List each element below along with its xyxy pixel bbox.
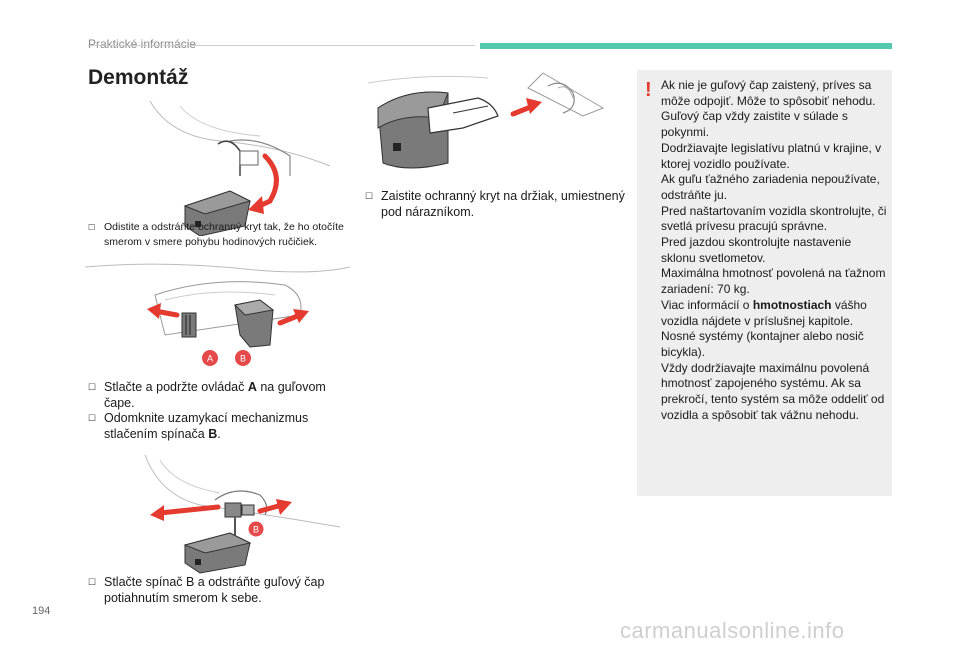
label-b-circle [248, 521, 264, 537]
step-secure-cover: ☐ Zaistite ochranný kryt na držiak, umie… [365, 189, 630, 220]
step-remove-cover: ☐ Odistite a odstráňte ochranný kryt tak… [88, 220, 348, 250]
step-text: Odistite a odstráňte ochranný kryt tak, … [104, 221, 344, 233]
header-accent-bar [480, 43, 892, 49]
figure-remove-cover [149, 100, 331, 236]
step-text: stlačením spínača [104, 426, 209, 441]
checkbox-icon: ☐ [88, 382, 97, 392]
warning-paragraph: Maximálna hmotnosť povolená na ťažnom za… [661, 266, 886, 297]
label-b: B [240, 354, 246, 364]
warning-box [637, 70, 892, 496]
warning-paragraph: Dodržiavajte legislatívu platnú v krajin… [661, 140, 882, 171]
step-pull-ball: ☐ Stlačte spínač B a odstráňte guľový ča… [88, 575, 348, 606]
warning-text-part: Viac informácií o [661, 297, 753, 312]
arrow-left [157, 504, 221, 516]
step-text: smerom v smere pohybu hodinových ručičie… [104, 236, 318, 248]
warning-text-part: vášho vozidla nájdete v príslušnej kapit… [661, 297, 867, 328]
section-title: Demontáž [88, 66, 189, 89]
warning-paragraph: Vždy dodržiavajte maximálnu povolená hmo… [661, 360, 885, 422]
warning-paragraph: Guľový čap vždy zaistite v súlade s poky… [661, 109, 848, 140]
header-divider [88, 45, 475, 46]
step-text: na guľovom [256, 380, 326, 394]
step-text: čape. [104, 395, 135, 410]
warning-text: Ak nie je guľový čap zaistený, príves sa… [661, 78, 887, 423]
warning-paragraph: Ak nie je guľový čap zaistený, príves sa… [661, 78, 876, 108]
warning-paragraph: Viac informácií o hmotnostiach vášho voz… [661, 298, 887, 329]
warning-paragraph: Ak guľu ťažného zariadenia nepoužívate, … [661, 172, 880, 202]
warning-paragraph: Nosné systémy (kontajner alebo nosič bic… [661, 329, 864, 359]
checkbox-icon: ☐ [88, 223, 96, 232]
warning-paragraph: Pred jazdou skontrolujte nastavenie sklo… [661, 235, 852, 265]
rotation-arrow [252, 153, 279, 211]
step-text: pod nárazníkom. [381, 204, 475, 219]
header-title: Praktické informácie [88, 37, 197, 51]
figure-control-a-b: A B [85, 263, 350, 366]
warning-bold-term: hmotnostiach [752, 297, 832, 312]
switch-b-ref: B [208, 426, 218, 441]
step-press-control: ☐ Stlačte a podržte ovládač A na guľovom… [88, 380, 348, 442]
warning-icon: ! [645, 79, 652, 101]
label-b: B [253, 525, 259, 535]
step-text: Odomknite uzamykací mechanizmus [104, 411, 309, 425]
step-text: . [217, 426, 221, 441]
label-a: A [207, 354, 213, 364]
watermark: carmanualsonline.info [620, 618, 845, 643]
page-number: 194 [32, 605, 51, 617]
step-text: Zaistite ochranný kryt na držiak, umiest… [381, 189, 625, 203]
step-text: potiahnutím smerom k sebe. [104, 590, 262, 605]
figure-remove-ball: B [144, 455, 340, 574]
control-a-ref: A [247, 380, 257, 394]
checkbox-icon: ☐ [365, 191, 374, 201]
label-a-circle [202, 350, 218, 366]
step-text: Stlačte a podržte ovládač [104, 380, 248, 394]
figure-secure-cover [368, 72, 605, 169]
label-b-circle [235, 350, 251, 366]
checkbox-icon: ☐ [88, 577, 97, 587]
warning-paragraph: Pred naštartovaním vozidla skontrolujte,… [661, 203, 887, 234]
step-text: Stlačte spínač B a odstráňte guľový čap [104, 575, 325, 589]
checkbox-icon: ☐ [88, 413, 97, 423]
